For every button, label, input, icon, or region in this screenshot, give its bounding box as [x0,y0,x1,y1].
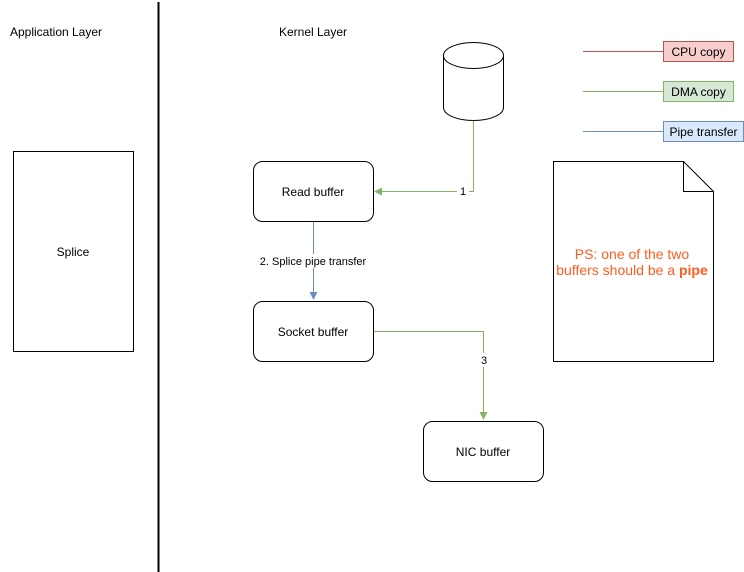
note-line-1: PS: one of the two [575,246,690,262]
legend-label-pipe: Pipe transfer [669,125,737,139]
edge-label-2: 2. Splice pipe transfer [260,256,367,268]
edge-label-3: 3 [481,355,487,367]
splice-label: Splice [57,245,90,259]
note-line-2-text: buffers should be a [556,262,679,278]
socket-buffer-box[interactable]: Socket buffer [253,301,374,362]
nic-buffer-box[interactable]: NIC buffer [423,421,544,482]
database-cylinder-icon[interactable] [443,42,504,121]
legend-item-cpu-copy: CPU copy [583,41,734,62]
legend-label-cpu: CPU copy [671,45,725,59]
legend-label-dma: DMA copy [671,85,726,99]
edge-socket-to-nic-buffer: 3 [374,331,490,420]
edge-disk-to-read-buffer: 1 [374,121,474,198]
note-line-2-bold: pipe [679,262,708,278]
nic-buffer-label: NIC buffer [456,445,510,459]
application-layer-title: Application Layer [10,25,102,39]
edge-label-1: 1 [460,186,466,198]
read-buffer-label: Read buffer [282,185,345,199]
legend: CPU copy DMA copy Pipe transfer [583,41,744,142]
read-buffer-box[interactable]: Read buffer [253,161,374,222]
note-line-2: buffers should be a pipe [556,262,708,278]
socket-buffer-label: Socket buffer [278,325,349,339]
note-box[interactable]: PS: one of the two buffers should be a p… [553,161,714,362]
edge-read-to-socket-buffer: 2. Splice pipe transfer [257,222,369,300]
legend-item-pipe-transfer: Pipe transfer [583,121,744,142]
kernel-layer-title: Kernel Layer [279,25,347,39]
splice-box[interactable]: Splice [13,151,134,352]
legend-item-dma-copy: DMA copy [583,81,734,102]
